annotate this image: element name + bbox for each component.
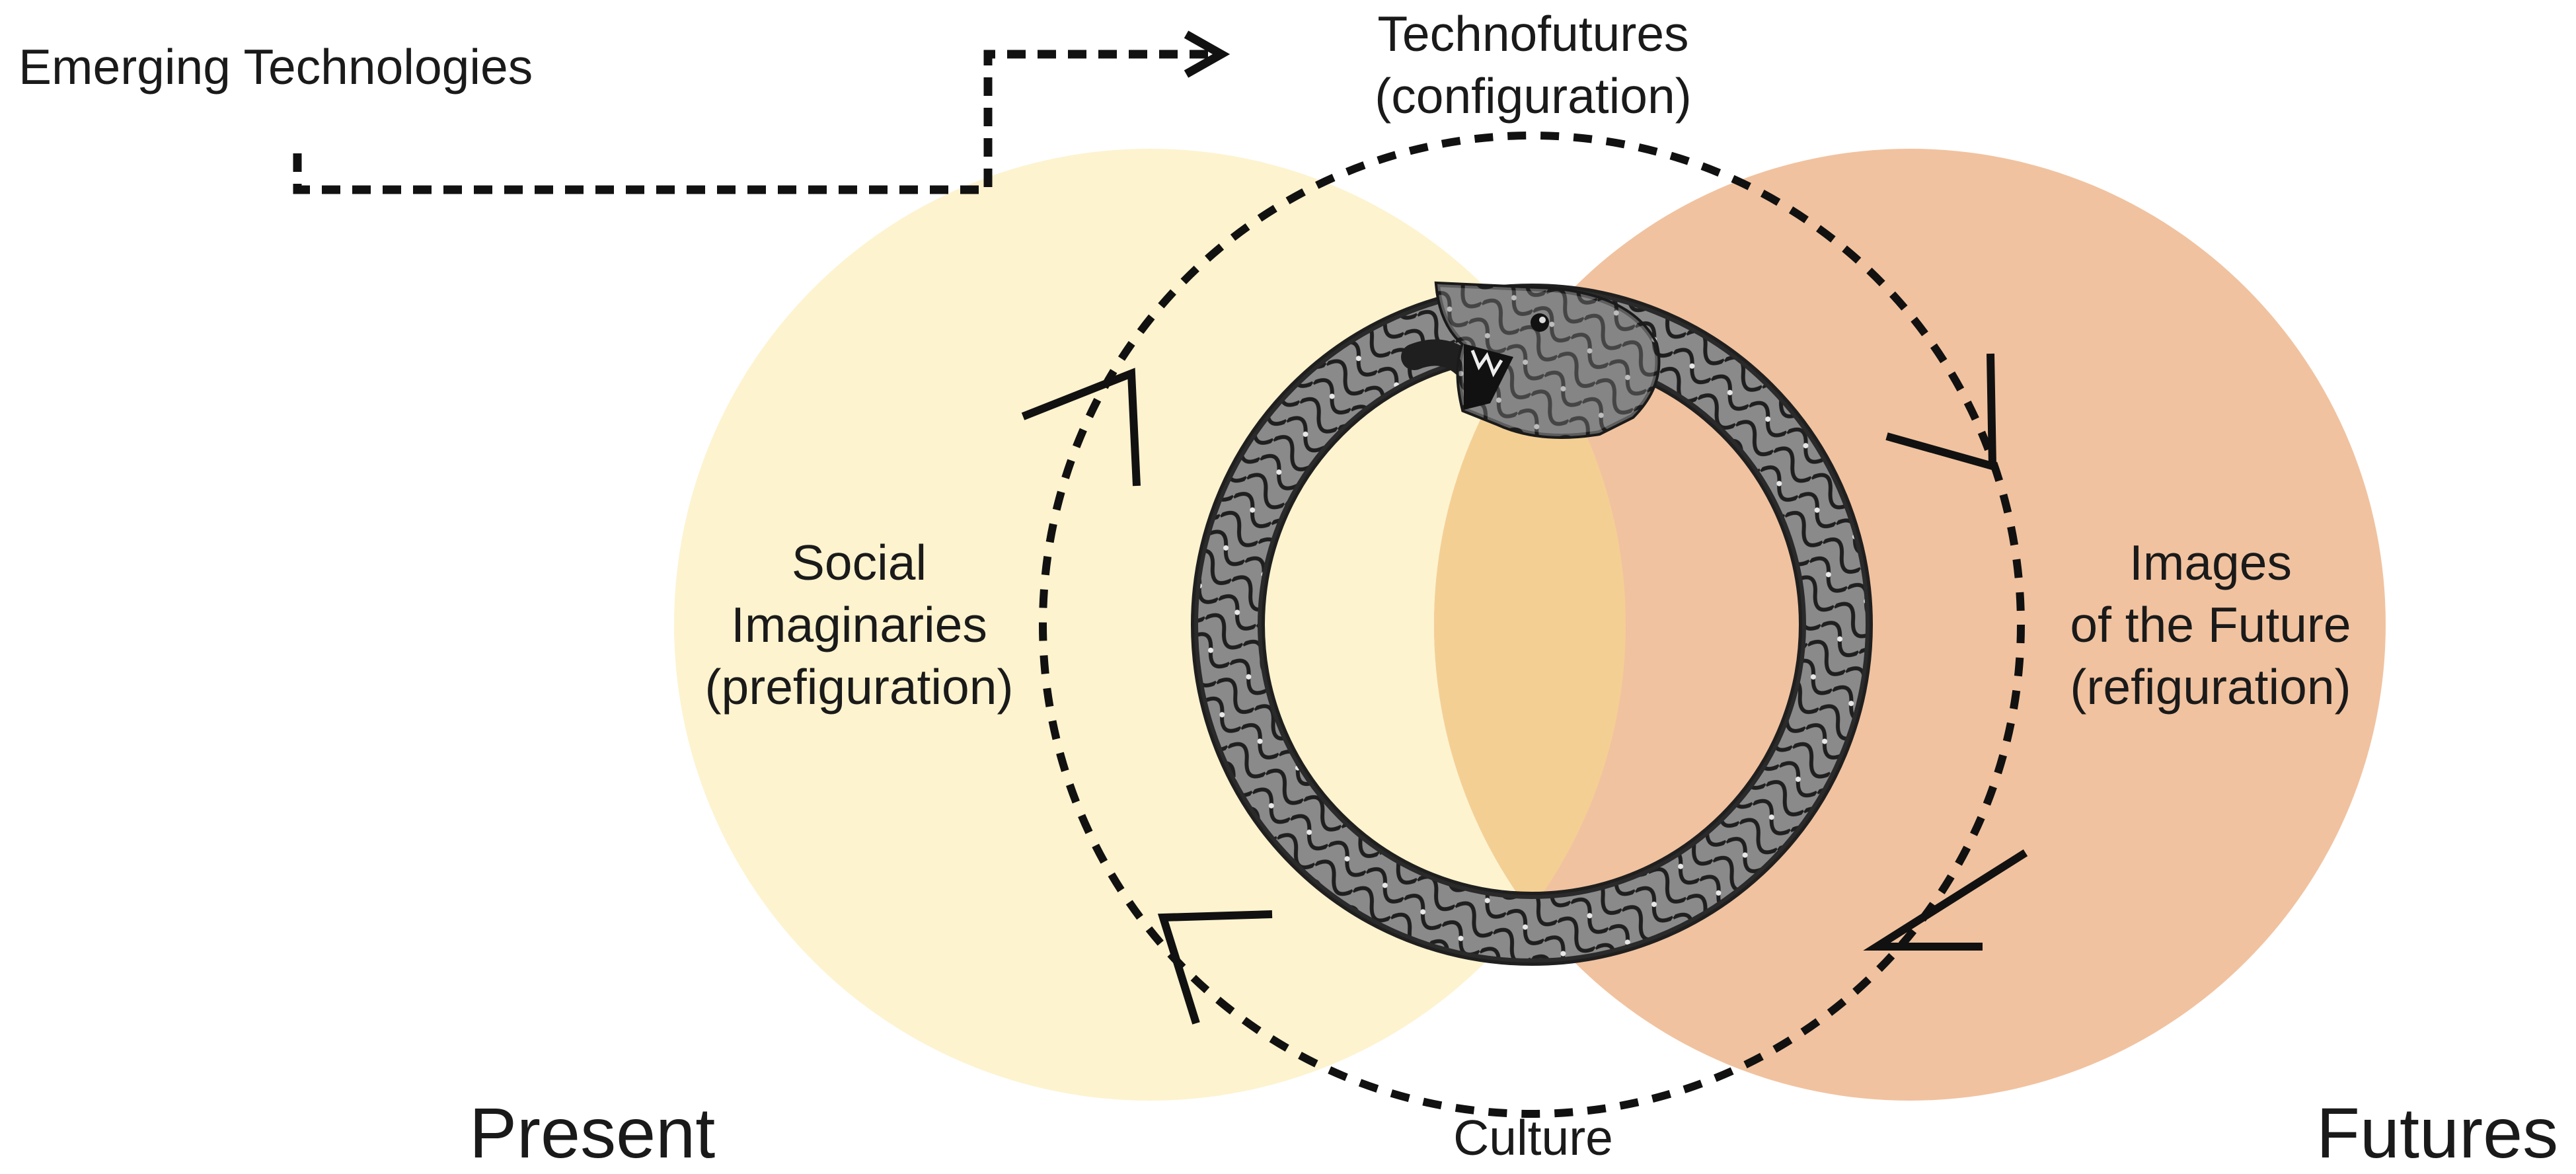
- images-line-3: (refiguration): [2070, 658, 2351, 715]
- emerging-arrowhead-icon: [1184, 30, 1231, 78]
- emerging-technologies-label: Emerging Technologies: [19, 39, 533, 95]
- images-line-2: of the Future: [2070, 596, 2351, 652]
- social-imaginaries-label: Social Imaginaries (prefiguration): [661, 532, 1057, 718]
- snake-head: [1434, 281, 1661, 439]
- cycle-arrowheads: [1021, 353, 2028, 1025]
- culture-label: Culture: [1453, 1110, 1613, 1165]
- technofutures-line-1: Technofutures: [1377, 6, 1689, 61]
- arrow-top-right-icon: [1885, 353, 1997, 471]
- arrow-top-left-icon: [1021, 368, 1141, 487]
- images-line-1: Images: [2129, 535, 2292, 590]
- arrow-bottom-right-icon: [1863, 849, 2028, 951]
- present-label: Present: [469, 1093, 716, 1173]
- futures-label: Futures: [2316, 1093, 2559, 1173]
- arrow-bottom-left-icon: [1157, 910, 1273, 1025]
- ouroboros-snake-icon: [1191, 281, 1873, 966]
- social-line-3: (prefiguration): [704, 658, 1014, 715]
- technofutures-line-2: (configuration): [1375, 67, 1692, 124]
- social-line-1: Social: [791, 535, 927, 590]
- images-of-future-label: Images of the Future (refiguration): [2012, 532, 2409, 718]
- social-line-2: Imaginaries: [731, 596, 987, 652]
- technofutures-label: Technofutures (configuration): [1335, 3, 1731, 128]
- cycle-dashed-circle: [1039, 132, 2025, 1118]
